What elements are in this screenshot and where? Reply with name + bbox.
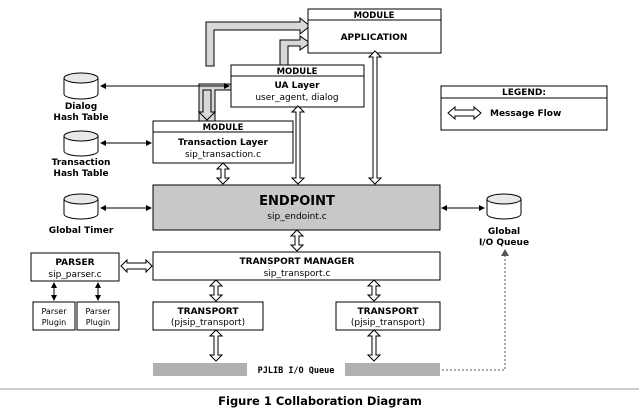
transport-1-title: TRANSPORT [178, 307, 240, 317]
database-icon [486, 193, 522, 220]
parser-plugin-1: Parser Plugin [32, 301, 76, 331]
global-io-queue: Global I/O Queue [479, 193, 529, 248]
parser-module: PARSER sip_parser.c [30, 252, 120, 282]
parser-plugin-2-line1: Parser [85, 307, 111, 316]
transaction-hash-table-line1: Transaction [52, 158, 111, 168]
flow-arrow-endpoint-transport-manager [289, 229, 305, 252]
flow-arrow-app-endpoint [367, 50, 383, 185]
parser-plugin-2: Parser Plugin [76, 301, 120, 331]
application-module: MODULE APPLICATION [307, 8, 442, 54]
ua-layer-module: MODULE UA Layer user_agent, dialog [230, 64, 365, 108]
ua-layer-title: UA Layer [274, 81, 320, 91]
dialog-hash-table-line2: Hash Table [53, 113, 108, 123]
ua-layer-header: MODULE [277, 67, 318, 77]
message-flow-pipe-upper [205, 16, 311, 67]
flow-arrow-ua-endpoint [290, 105, 306, 185]
dotted-arrowhead [501, 249, 509, 256]
transport-manager-module: TRANSPORT MANAGER sip_transport.c [152, 251, 441, 281]
transaction-layer-header: MODULE [203, 123, 244, 133]
parser-plugin-1-line1: Parser [41, 307, 67, 316]
flow-arrow-transaction-endpoint [215, 162, 231, 185]
dialog-hash-table-line1: Dialog [65, 102, 97, 112]
legend: LEGEND: Message Flow [440, 85, 608, 131]
global-io-queue-line2: I/O Queue [479, 238, 529, 248]
parser-plugin-2-line2: Plugin [86, 318, 111, 327]
transport-2-subtitle: (pjsip_transport) [351, 318, 425, 328]
transport-2-title: TRANSPORT [358, 307, 420, 317]
parser-title: PARSER [55, 258, 94, 268]
legend-item-label: Message Flow [490, 109, 561, 119]
transaction-hash-table: Transaction Hash Table [52, 130, 111, 179]
transport-1-subtitle: (pjsip_transport) [171, 318, 245, 328]
flow-arrow-transport-2-queue [366, 329, 382, 362]
transaction-layer-subtitle: sip_transaction.c [185, 150, 261, 160]
database-icon [63, 130, 99, 157]
global-timer: Global Timer [49, 193, 114, 236]
dialog-hash-table: Dialog Hash Table [53, 72, 109, 123]
endpoint-module: ENDPOINT sip_endoint.c [152, 184, 441, 231]
application-header: MODULE [354, 11, 395, 21]
transport-1: TRANSPORT (pjsip_transport) [152, 301, 264, 331]
flow-arrow-tm-transport-2 [366, 279, 382, 302]
endpoint-subtitle: sip_endoint.c [267, 212, 326, 222]
transport-2: TRANSPORT (pjsip_transport) [335, 301, 441, 331]
parser-plugin-1-line2: Plugin [42, 318, 67, 327]
flow-arrow-tm-transport-1 [208, 279, 224, 302]
global-timer-label: Global Timer [49, 226, 114, 236]
transaction-hash-table-line2: Hash Table [53, 169, 108, 179]
transaction-layer-module: MODULE Transaction Layer sip_transaction… [152, 120, 294, 164]
transport-manager-title: TRANSPORT MANAGER [240, 257, 355, 267]
database-icon [63, 72, 99, 100]
transport-manager-subtitle: sip_transport.c [264, 269, 331, 279]
pjlib-io-queue: PJLIB I/O Queue [153, 363, 440, 376]
parser-subtitle: sip_parser.c [48, 270, 101, 280]
legend-title: LEGEND: [502, 88, 546, 98]
application-label: APPLICATION [341, 33, 408, 43]
message-flow-arrow-down [197, 89, 217, 121]
database-icon [63, 193, 99, 220]
flow-arrow-parser-tm [120, 258, 153, 274]
ua-layer-subtitle: user_agent, dialog [255, 93, 338, 103]
figure-caption: Figure 1 Collaboration Diagram [218, 394, 422, 408]
global-io-queue-line1: Global [488, 227, 520, 237]
endpoint-title: ENDPOINT [259, 194, 335, 209]
flow-arrow-transport-1-queue [208, 329, 224, 362]
connector-queue-global-io [442, 252, 506, 371]
legend-flow-arrow-icon [447, 105, 482, 121]
message-flow-pipe-ua-app [279, 35, 311, 67]
transaction-layer-title: Transaction Layer [178, 138, 268, 148]
pjlib-io-queue-label: PJLIB I/O Queue [258, 366, 335, 376]
